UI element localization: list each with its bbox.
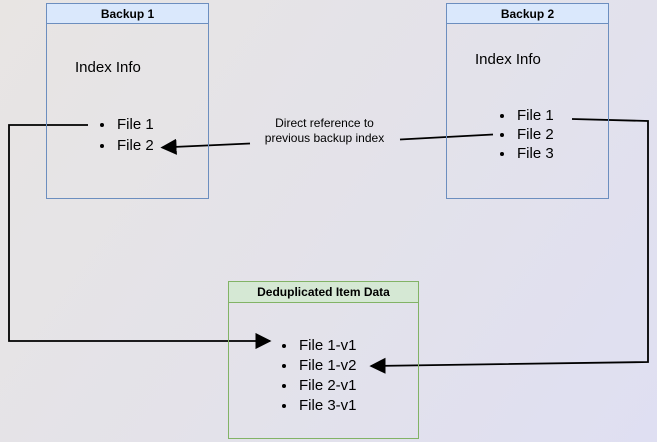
arrow-backup2-file1-to-dedup [369, 118, 649, 374]
node-backup-2-title: Backup 2 [447, 4, 608, 24]
node-backup-2: Backup 2 [446, 3, 609, 199]
node-backup-1: Backup 1 [46, 3, 209, 199]
list-item: File 3 [515, 144, 554, 163]
list-item: File 2 [115, 135, 154, 156]
node-backup-1-title: Backup 1 [47, 4, 208, 24]
list-item: File 3-v1 [297, 396, 357, 416]
list-item: File 1-v1 [297, 336, 357, 356]
list-item: File 2-v1 [297, 376, 357, 396]
list-item: File 1-v2 [297, 356, 357, 376]
arrow-direct-reference-segment-left [160, 138, 251, 155]
list-item: File 1 [515, 106, 554, 125]
list-item: File 2 [515, 125, 554, 144]
backup-1-index-info-label: Index Info [75, 59, 141, 76]
list-item: File 1 [115, 114, 154, 135]
deduplicated-item-data-file-list: File 1-v1File 1-v2File 2-v1File 3-v1 [270, 336, 357, 416]
backup-1-file-list: File 1File 2 [88, 114, 154, 156]
backup-2-index-info-label: Index Info [475, 51, 541, 68]
node-deduplicated-item-data-title: Deduplicated Item Data [229, 282, 418, 303]
direct-reference-edge-label: Direct reference to previous backup inde… [227, 116, 422, 146]
node-deduplicated-item-data: Deduplicated Item Data [228, 281, 419, 439]
edge-label-line-2: previous backup index [264, 131, 385, 145]
edge-label-line-1: Direct reference to [275, 116, 374, 130]
arrow-backup1-file1-to-dedup [8, 124, 272, 350]
backup-2-file-list: File 1File 2File 3 [488, 106, 554, 163]
